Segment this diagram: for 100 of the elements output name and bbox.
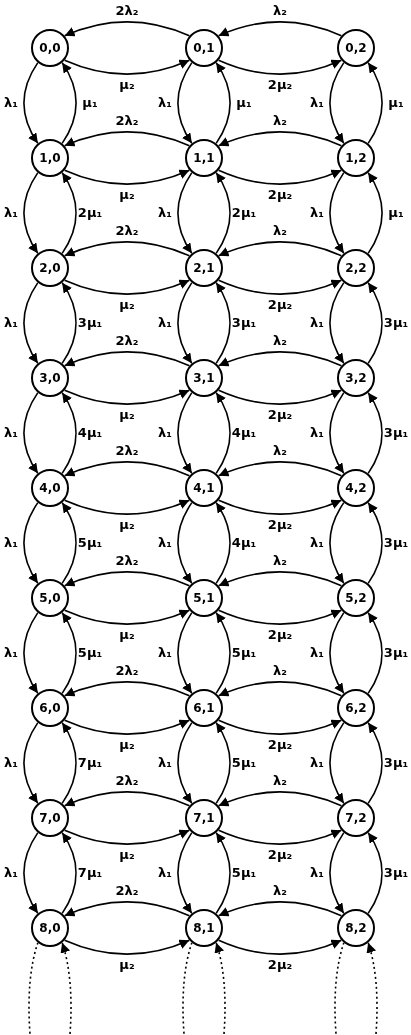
edge-label: λ₁ (3, 316, 19, 330)
state-circle: 2,2 (337, 249, 375, 287)
edge-label: λ₁ (157, 756, 173, 770)
connector-line (182, 941, 193, 1035)
edge-label: 2μ₁ (76, 206, 104, 220)
edge-label: 3μ₁ (382, 426, 410, 440)
edge-label: 4μ₁ (230, 426, 258, 440)
arrow (217, 351, 343, 367)
arrow (215, 611, 231, 695)
edge-label: λ₂ (272, 114, 288, 128)
state-circle: 0,0 (31, 29, 69, 67)
state-circle: 0,1 (185, 29, 223, 67)
arrow (367, 61, 383, 145)
edge-label: 3μ₁ (76, 316, 104, 330)
arrow (217, 681, 343, 697)
arrow (217, 21, 343, 37)
arrow (217, 719, 343, 735)
edge-label: 5μ₁ (230, 756, 258, 770)
edge-label: 2λ₂ (114, 554, 140, 568)
edge-label: 3μ₁ (382, 316, 410, 330)
edge-label: 5μ₁ (230, 866, 258, 880)
state-circle: 5,1 (185, 579, 223, 617)
arrow (217, 279, 343, 295)
arrow (217, 901, 343, 917)
edge-label: 2λ₂ (114, 664, 140, 678)
arrow (217, 939, 343, 955)
arrow (366, 941, 378, 1035)
arrow (177, 281, 193, 365)
edge-label: 2μ₂ (266, 518, 294, 532)
edge-label: λ₁ (3, 866, 19, 880)
arrow (329, 391, 345, 475)
arrow (23, 611, 39, 695)
arrow (63, 719, 191, 735)
arrow (63, 609, 191, 625)
edge-label: λ₁ (309, 426, 325, 440)
edge-label: λ₁ (157, 866, 173, 880)
edge-label: 2λ₂ (114, 224, 140, 238)
edge-label: 2μ₁ (230, 206, 258, 220)
edge-label: 3μ₁ (382, 866, 410, 880)
arrow (329, 721, 345, 805)
arrow (177, 171, 193, 255)
edge-label: 2λ₂ (114, 4, 140, 18)
arrow (367, 831, 383, 915)
edge-label: 2μ₂ (266, 408, 294, 422)
edge-label: λ₂ (272, 774, 288, 788)
arrow (177, 831, 193, 915)
edge-label: λ₁ (309, 96, 325, 110)
state-circle: 6,0 (31, 689, 69, 727)
arrow (23, 831, 39, 915)
arrow (217, 609, 343, 625)
edge-label: 2μ₂ (266, 848, 294, 862)
arrow (61, 171, 77, 255)
arrow (329, 611, 345, 695)
edge-label: λ₁ (157, 536, 173, 550)
arrow (63, 21, 191, 37)
edge-label: 7μ₁ (76, 866, 104, 880)
edge-label: λ₂ (272, 224, 288, 238)
arrow (329, 171, 345, 255)
state-circle: 1,1 (185, 139, 223, 177)
arrow (215, 171, 231, 255)
arrow (61, 281, 77, 365)
arrow (215, 721, 231, 805)
state-circle: 3,0 (31, 359, 69, 397)
arrow (23, 501, 39, 585)
state-circle: 7,1 (185, 799, 223, 837)
arrow (63, 939, 191, 955)
state-circle: 3,2 (337, 359, 375, 397)
arrow (217, 571, 343, 587)
arrow (61, 831, 77, 915)
arrow (217, 791, 343, 807)
arrow (61, 61, 77, 145)
arrow (177, 61, 193, 145)
state-circle: 5,0 (31, 579, 69, 617)
arrow (63, 351, 191, 367)
edge-label: λ₂ (272, 884, 288, 898)
edge-label: λ₁ (3, 756, 19, 770)
arrow (367, 281, 383, 365)
arrow (23, 721, 39, 805)
edge-label: λ₁ (3, 646, 19, 660)
arrow (177, 391, 193, 475)
arrow (23, 171, 39, 255)
edge-label: 5μ₁ (76, 646, 104, 660)
arrow (177, 611, 193, 695)
edge-label: 5μ₁ (230, 646, 258, 660)
state-circle: 8,0 (31, 909, 69, 947)
arrow (217, 461, 343, 477)
state-circle: 2,1 (185, 249, 223, 287)
arrow (215, 281, 231, 365)
arrow (367, 171, 383, 255)
edge-label: 3μ₁ (382, 646, 410, 660)
state-circle: 4,1 (185, 469, 223, 507)
edge-label: λ₂ (272, 664, 288, 678)
edge-label: 2μ₂ (266, 78, 294, 92)
arrow (63, 169, 191, 185)
arrow (63, 791, 191, 807)
arrow (217, 169, 343, 185)
state-circle: 7,0 (31, 799, 69, 837)
arrow (217, 131, 343, 147)
arrow (63, 901, 191, 917)
state-circle: 4,2 (337, 469, 375, 507)
